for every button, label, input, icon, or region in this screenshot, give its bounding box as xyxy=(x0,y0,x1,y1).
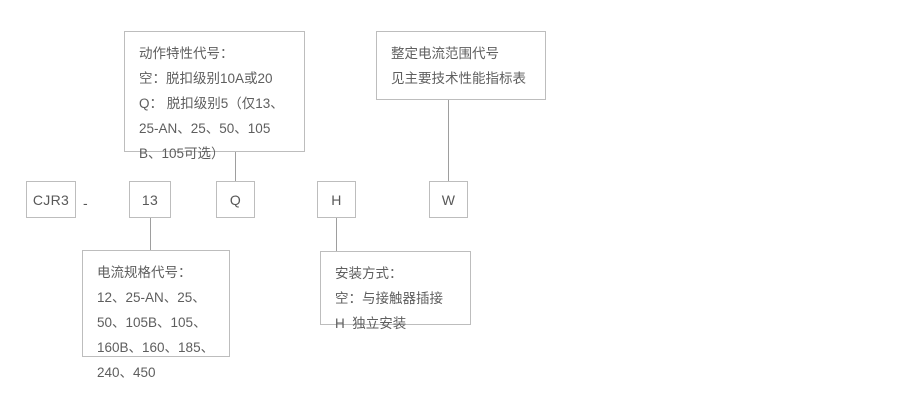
note-setting-current-range: 整定电流范围代号 见主要技术性能指标表 xyxy=(376,31,546,100)
chip-series-code: CJR3 xyxy=(26,181,76,218)
note-mounting-method: 安装方式： 空：与接触器插接 H 独立安装 xyxy=(320,251,471,331)
note-action-characteristic: 动作特性代号： 空：脱扣级别10A或20 Q： 脱扣级别5（仅13、 25-AN… xyxy=(124,31,305,161)
separator-dash: - xyxy=(83,195,88,211)
note-current-spec: 电流规格代号： 12、25-AN、25、 50、105B、105、 160B、1… xyxy=(82,250,230,380)
chip-current-spec: 13 xyxy=(129,181,171,218)
chip-action-characteristic: Q xyxy=(216,181,255,218)
connector-setting-current-range xyxy=(448,100,449,181)
connector-action-characteristic xyxy=(235,152,236,181)
chip-mounting-method: H xyxy=(317,181,356,218)
connector-mounting-method xyxy=(336,218,337,251)
chip-setting-current-range: W xyxy=(429,181,468,218)
connector-current-spec xyxy=(150,218,151,250)
